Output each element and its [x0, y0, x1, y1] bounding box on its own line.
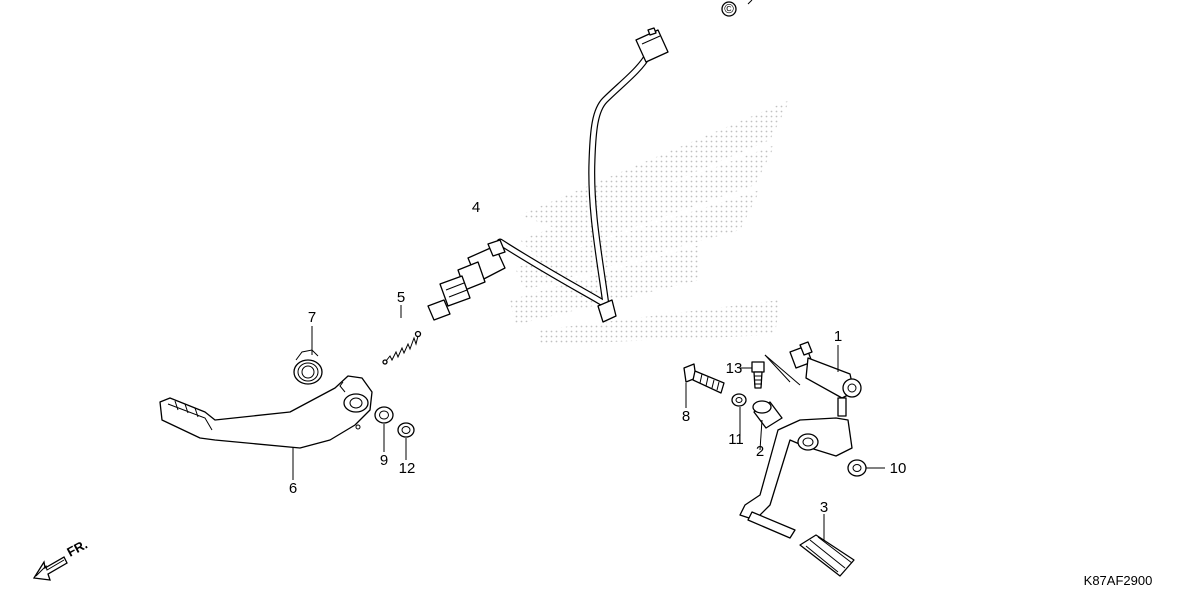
callout-6[interactable]: 6	[289, 480, 297, 497]
part-3-shift-pedal[interactable]	[739, 417, 855, 577]
part-12-circlip[interactable]	[397, 422, 415, 438]
callout-3[interactable]: 3	[820, 499, 828, 516]
front-direction-indicator: FR.	[32, 537, 90, 581]
diagram-code: K87AF2900	[1084, 573, 1153, 588]
callout-4[interactable]: 4	[472, 199, 480, 216]
callout-11[interactable]: 11	[728, 431, 744, 448]
part-2-collar[interactable]	[752, 400, 783, 429]
part-6-brake-pedal[interactable]	[159, 375, 373, 449]
callout-1[interactable]: 1	[834, 328, 842, 345]
callout-8[interactable]: 8	[682, 408, 690, 425]
part-9-washer[interactable]	[374, 406, 394, 424]
callout-9[interactable]: 9	[380, 452, 388, 469]
copyright-watermark: ©	[721, 0, 753, 17]
callouts: 1 2 3 4 5 6 7 8 9 10 11 12 13	[289, 199, 907, 516]
part-10-washer[interactable]	[847, 459, 867, 477]
part-13-bolt[interactable]	[751, 361, 765, 389]
part-5-spring[interactable]	[382, 330, 422, 365]
part-11-washer[interactable]	[731, 393, 747, 407]
copyright-symbol: ©	[724, 1, 734, 16]
front-label: FR.	[64, 537, 90, 560]
callout-13[interactable]: 13	[726, 360, 743, 377]
leader-lines	[292, 305, 885, 540]
part-7-return-spring[interactable]	[293, 349, 323, 385]
wing-logo-watermark	[510, 100, 790, 345]
callout-12[interactable]: 12	[399, 460, 416, 477]
callout-2[interactable]: 2	[756, 443, 764, 460]
callout-10[interactable]: 10	[890, 460, 907, 477]
part-8-bolt[interactable]	[683, 363, 725, 394]
part-4-switch-harness[interactable]	[427, 27, 669, 323]
part-1-shift-arm[interactable]	[789, 341, 862, 417]
callout-5[interactable]: 5	[397, 289, 405, 306]
callout-7[interactable]: 7	[308, 309, 316, 326]
